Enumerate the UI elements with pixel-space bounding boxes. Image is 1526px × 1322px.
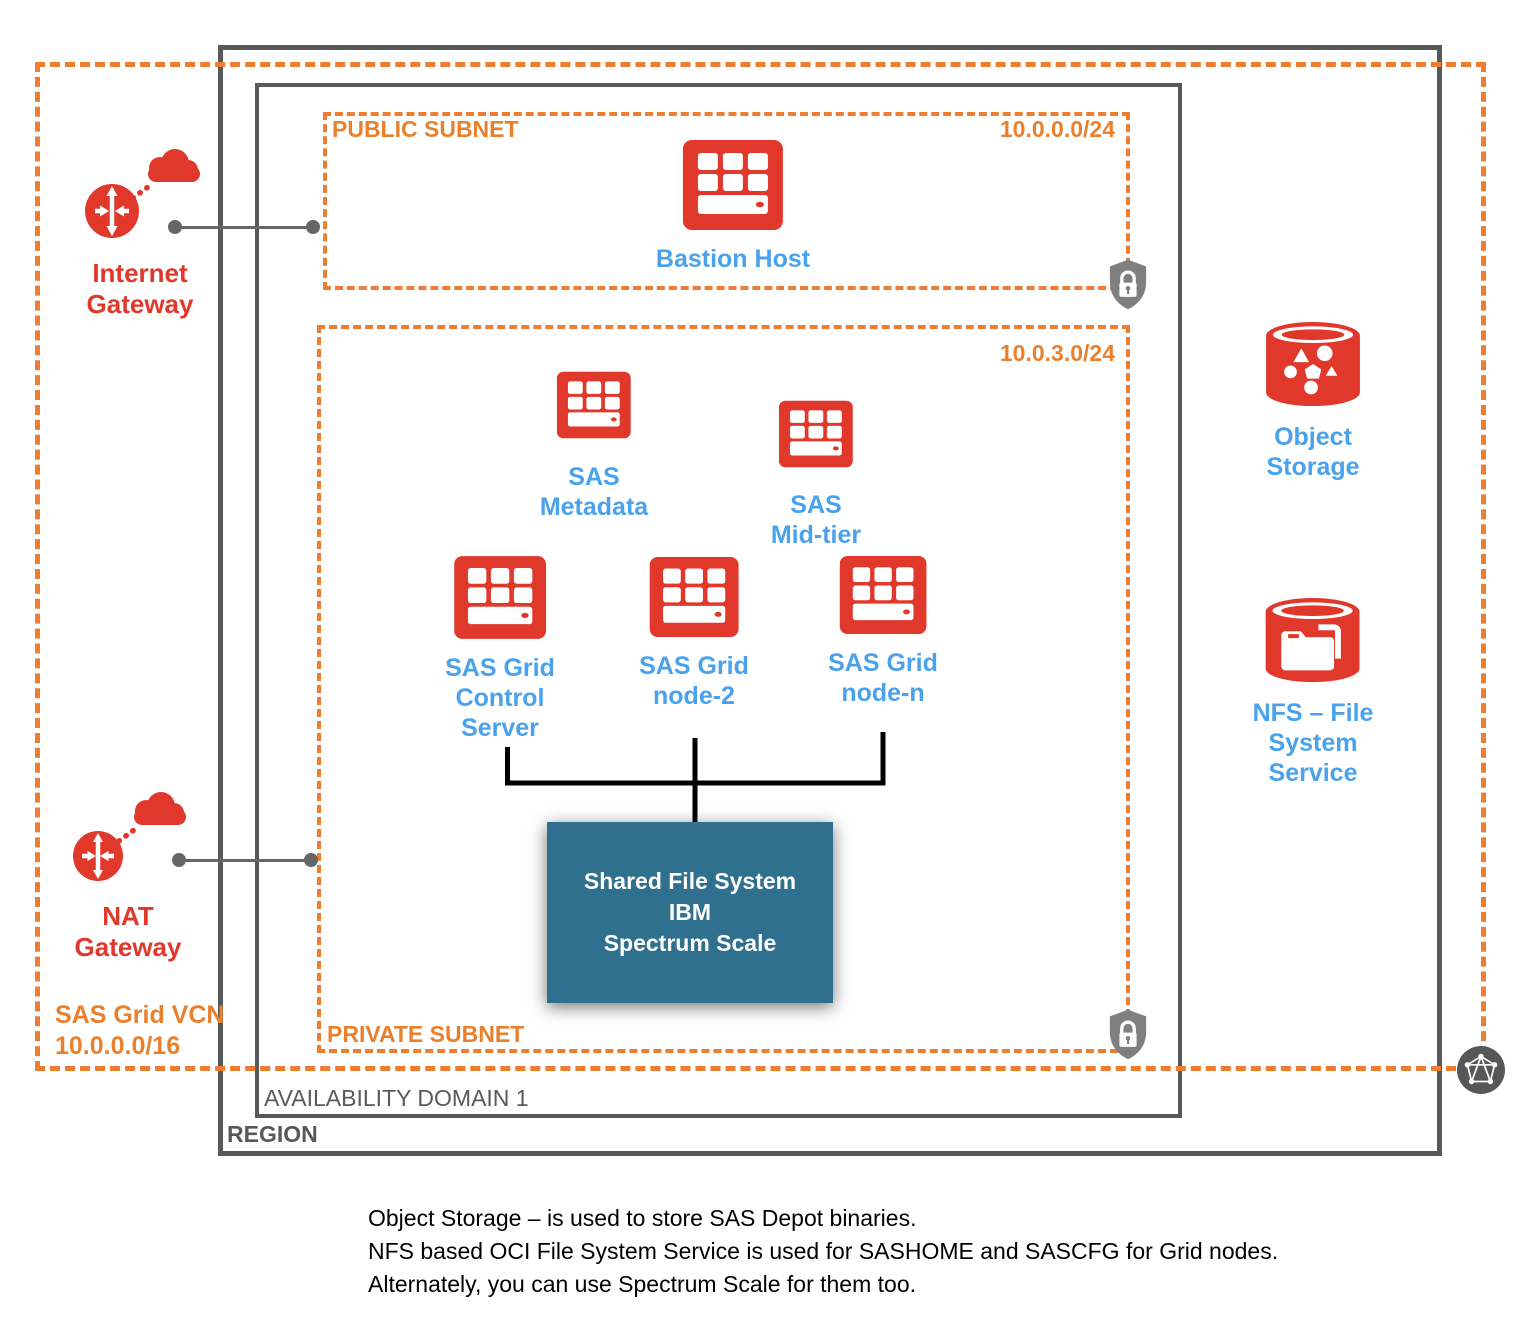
compute-icon	[683, 140, 783, 230]
link-dot	[306, 220, 320, 234]
sas-mid-tier-node: SAS Mid-tier	[771, 392, 861, 550]
link-dot	[172, 853, 186, 867]
note-line: Alternately, you can use Spectrum Scale …	[368, 1271, 917, 1297]
availability-domain-label: AVAILABILITY DOMAIN 1	[264, 1085, 529, 1111]
nat-gateway-icon	[73, 792, 186, 881]
service-label: NFS – File System Service	[1252, 699, 1374, 787]
grid-bracket-connector	[505, 732, 886, 825]
vcn-boundary	[35, 62, 1486, 1071]
nfs-file-system-service: NFS – File System Service	[1252, 598, 1374, 788]
node-label: Bastion Host	[655, 245, 811, 273]
public-subnet-boundary	[323, 112, 1130, 290]
router-icon	[73, 831, 123, 881]
router-icon	[85, 184, 139, 238]
internet-gateway-link	[168, 220, 320, 234]
vcn-cidr: 10.0.0.0/16	[55, 1032, 181, 1060]
shared-file-system-label: Shared File System IBM Spectrum Scale	[583, 868, 797, 956]
service-label: Object Storage	[1266, 423, 1360, 481]
note-line: NFS based OCI File System Service is use…	[368, 1238, 1279, 1264]
sas-grid-node-2-node: SAS Grid node-2	[639, 557, 749, 711]
bastion-host-node: Bastion Host	[656, 140, 810, 274]
public-subnet-label: PUBLIC SUBNET	[332, 116, 519, 142]
vcn-label: SAS Grid VCN 10.0.0.0/16	[55, 1000, 224, 1062]
node-label: SAS Mid-tier	[770, 491, 862, 549]
node-label: SAS Grid node-2	[639, 652, 749, 710]
file-storage-icon	[1266, 598, 1360, 683]
internet-gateway-icon	[85, 149, 200, 238]
private-subnet-cidr: 10.0.3.0/24	[999, 340, 1115, 366]
sas-grid-node-n-node: SAS Grid node-n	[828, 556, 938, 708]
object-storage-service: Object Storage	[1262, 322, 1364, 482]
link-dot	[304, 853, 318, 867]
object-storage-bucket-icon	[1266, 322, 1360, 407]
diagram-notes: Object Storage – is used to store SAS De…	[368, 1202, 1388, 1301]
compute-icon	[557, 371, 631, 439]
security-shield-lock-icon	[1109, 259, 1147, 310]
cloud-icon	[134, 792, 186, 825]
nat-gateway-link	[172, 853, 318, 867]
node-label: SAS Grid Control Server	[445, 654, 555, 742]
cloud-icon	[148, 149, 200, 182]
sas-metadata-node: SAS Metadata	[540, 362, 648, 522]
node-label: SAS Grid node-n	[828, 649, 938, 707]
shared-file-system-box: Shared File System IBM Spectrum Scale	[547, 822, 833, 1003]
note-line: Object Storage – is used to store SAS De…	[368, 1205, 917, 1231]
region-boundary	[218, 45, 1442, 1156]
private-subnet-boundary	[317, 325, 1130, 1053]
link-dot	[168, 220, 182, 234]
private-subnet-label: PRIVATE SUBNET	[327, 1021, 525, 1047]
region-label: REGION	[227, 1121, 318, 1147]
compute-icon	[839, 556, 927, 634]
nat-gateway-label: NAT Gateway	[74, 901, 182, 962]
security-shield-lock-icon	[1109, 1009, 1147, 1060]
compute-icon	[649, 557, 739, 637]
vcn-network-icon	[1457, 1046, 1505, 1094]
internet-gateway-label: Internet Gateway	[86, 258, 194, 319]
node-label: SAS Metadata	[539, 463, 649, 521]
sas-grid-control-server-node: SAS Grid Control Server	[445, 556, 555, 743]
vcn-name: SAS Grid VCN	[55, 1001, 225, 1029]
public-subnet-cidr: 10.0.0.0/24	[999, 116, 1115, 142]
compute-icon	[454, 556, 546, 639]
compute-icon	[779, 400, 853, 468]
availability-domain-boundary	[255, 83, 1182, 1118]
